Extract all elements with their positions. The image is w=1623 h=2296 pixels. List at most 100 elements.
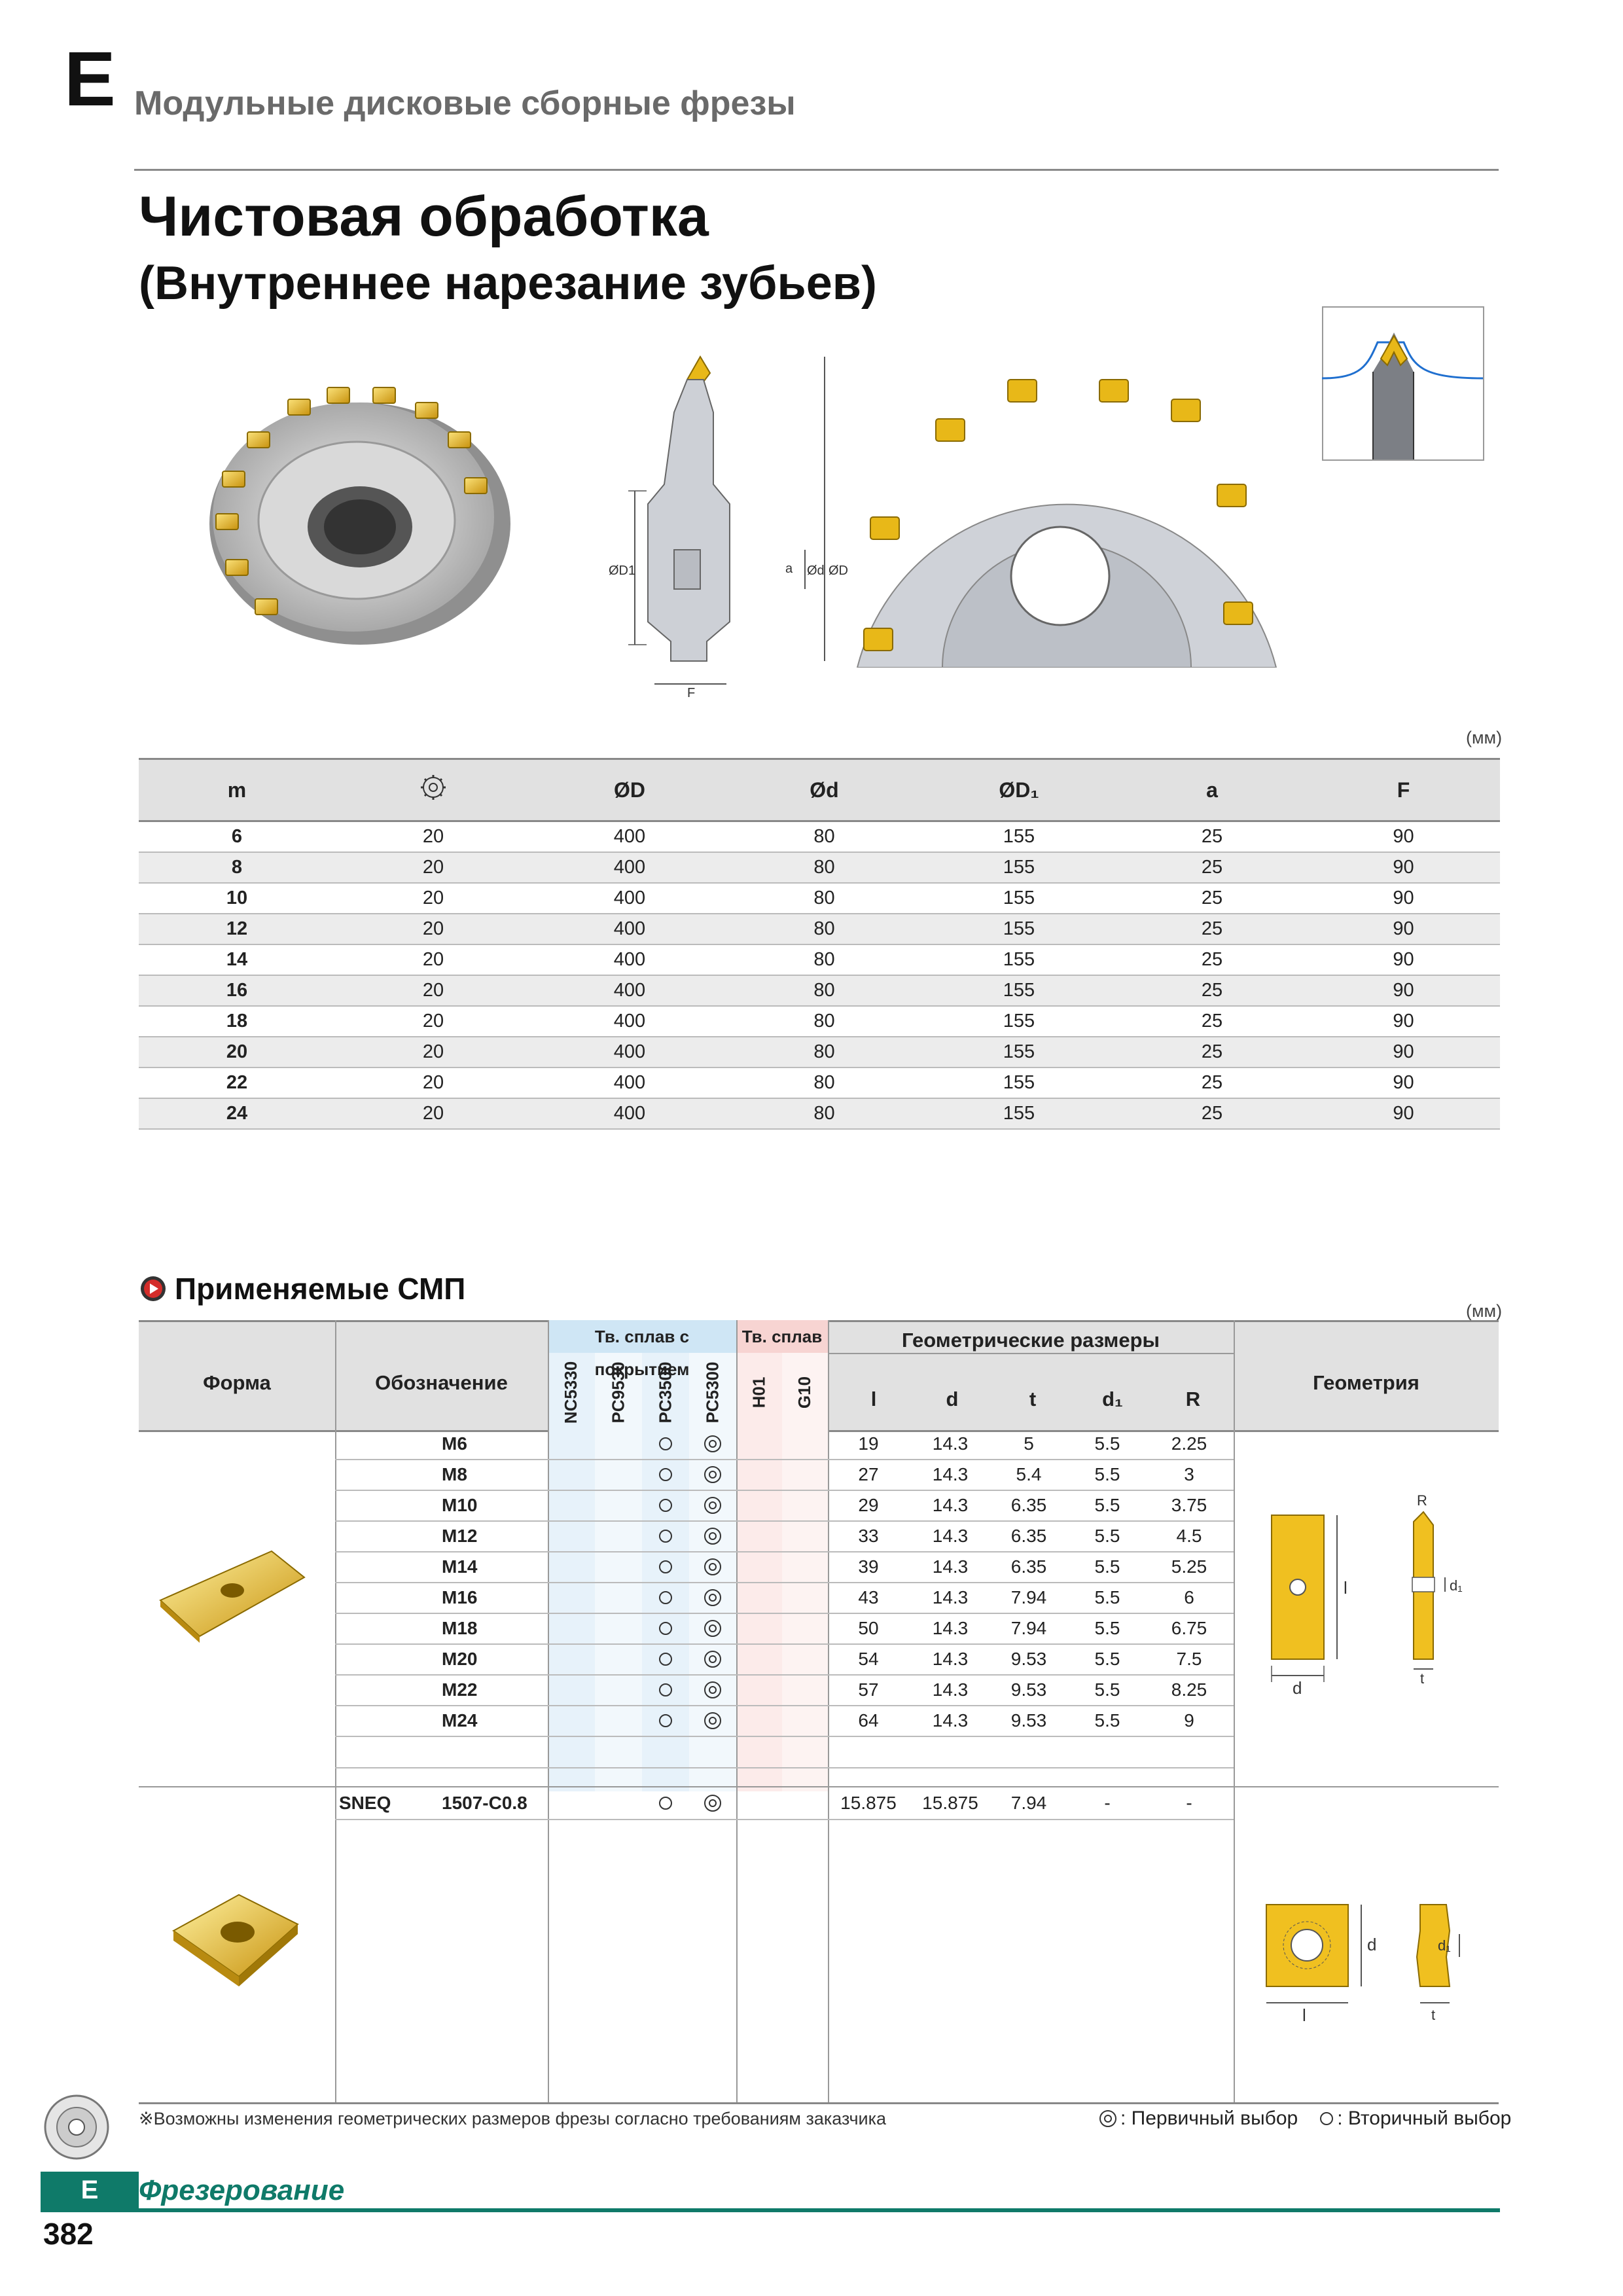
dim-value: 15.875 xyxy=(840,1793,897,1813)
dim-value: 6.35 xyxy=(1010,1495,1047,1515)
grid-line xyxy=(828,1320,829,2102)
table-cell: 25 xyxy=(1117,1098,1307,1130)
geom2-label-l: l xyxy=(1302,2005,1306,2025)
col-header-D1: ØD₁ xyxy=(921,758,1117,822)
table-cell: 20 xyxy=(335,821,531,853)
dim-value: - xyxy=(1104,1793,1111,1813)
pc5300-mark xyxy=(689,1613,736,1643)
insert-code: M8 xyxy=(442,1464,467,1484)
dim-value: 27 xyxy=(858,1464,879,1484)
primary-choice-icon xyxy=(704,1466,721,1483)
inserts-unit: (мм) xyxy=(1466,1301,1503,1321)
table-cell: 80 xyxy=(728,1006,921,1037)
pc3500-mark xyxy=(642,1706,689,1736)
table-cell: 80 xyxy=(728,1037,921,1068)
legend-secondary-text: : Вторичный выбор xyxy=(1337,2108,1512,2129)
insert-code: M6 xyxy=(442,1433,467,1454)
table-cell: 155 xyxy=(921,1098,1117,1130)
col-header-d: Ød xyxy=(728,758,921,822)
geom2-label-t: t xyxy=(1431,2007,1435,2023)
dim-value: 5.5 xyxy=(1094,1649,1120,1669)
pc5300-mark xyxy=(689,1788,736,1818)
table-cell: 80 xyxy=(728,914,921,945)
table-cell: 90 xyxy=(1307,1006,1500,1037)
dim-header-R: R xyxy=(1185,1388,1201,1410)
label-d: Ød xyxy=(807,564,825,578)
primary-choice-icon xyxy=(704,1528,721,1545)
table-cell: 25 xyxy=(1117,821,1307,853)
coated-header-band xyxy=(548,1320,736,1353)
dim-value: 6.35 xyxy=(1010,1526,1047,1546)
row-divider xyxy=(335,1520,1234,1522)
secondary-choice-icon xyxy=(659,1499,672,1512)
insert-code: M22 xyxy=(442,1679,478,1700)
dim-value: 5.5 xyxy=(1094,1526,1120,1546)
dim-value: 9.53 xyxy=(1010,1710,1047,1731)
dim-value: 5.5 xyxy=(1094,1587,1120,1607)
table-cell: 25 xyxy=(1117,852,1307,884)
dim-value: 29 xyxy=(858,1495,879,1515)
dim-value: 5.5 xyxy=(1094,1495,1120,1515)
table-cell: 80 xyxy=(728,944,921,976)
table-cell: 20 xyxy=(335,1098,531,1130)
pc5300-mark xyxy=(689,1521,736,1551)
table-cell: 16 xyxy=(139,975,335,1007)
dim-header-d: d xyxy=(946,1388,959,1410)
table-cell: 20 xyxy=(335,944,531,976)
pc3500-mark xyxy=(642,1675,689,1705)
band-h01 xyxy=(736,1320,782,1791)
dim-value: 19 xyxy=(858,1433,879,1454)
dim-value: 64 xyxy=(858,1710,879,1731)
primary-choice-icon xyxy=(1099,2110,1116,2127)
band-pc9530 xyxy=(595,1320,642,1791)
table-cell: 20 xyxy=(335,852,531,884)
row-divider xyxy=(335,1551,1234,1552)
pc5300-mark xyxy=(689,1460,736,1490)
table-cell: 400 xyxy=(531,1037,728,1068)
table-cell: 20 xyxy=(335,975,531,1007)
table-cell: 20 xyxy=(335,1067,531,1099)
table-cell: 90 xyxy=(1307,975,1500,1007)
insert-prefix: SNEQ xyxy=(339,1793,391,1813)
dim-value: - xyxy=(1186,1793,1192,1813)
insert-code: M24 xyxy=(442,1710,478,1731)
table-cell: 25 xyxy=(1117,975,1307,1007)
dim-value: 5.4 xyxy=(1016,1464,1042,1484)
cutter-thumbnail-icon xyxy=(44,2094,109,2160)
table-cell: 400 xyxy=(531,852,728,884)
table-cell: 90 xyxy=(1307,852,1500,884)
dim-value: 5 xyxy=(1024,1433,1034,1454)
dim-value: 7.94 xyxy=(1010,1793,1047,1813)
primary-choice-icon xyxy=(704,1497,721,1514)
table-cell: 90 xyxy=(1307,1067,1500,1099)
geom2-label-d: d xyxy=(1367,1935,1376,1954)
dim-value: 9.53 xyxy=(1010,1649,1047,1669)
secondary-choice-icon xyxy=(659,1437,672,1450)
table-cell: 400 xyxy=(531,1006,728,1037)
geom-label-d: d xyxy=(1293,1678,1302,1698)
col-header-F: F xyxy=(1307,758,1500,822)
page-subtitle: (Внутреннее нарезание зубьев) xyxy=(139,257,878,310)
insert-code: M20 xyxy=(442,1649,478,1669)
row-divider xyxy=(335,1705,1234,1706)
table-cell: 20 xyxy=(335,883,531,914)
primary-choice-icon xyxy=(704,1435,721,1452)
table-cell: 25 xyxy=(1117,914,1307,945)
table-cell: 14 xyxy=(139,944,335,976)
pc3500-mark xyxy=(642,1583,689,1613)
row-divider xyxy=(335,1582,1234,1583)
pc3500-mark xyxy=(642,1429,689,1459)
label-D: ØD xyxy=(829,564,848,578)
dim-value: 14.3 xyxy=(932,1464,969,1484)
grade-pc3500: PC3500 xyxy=(655,1361,675,1423)
group-divider xyxy=(139,1786,1499,1787)
table-cell: 24 xyxy=(139,1098,335,1130)
pc3500-mark xyxy=(642,1521,689,1551)
footer-section-name: Фрезерование xyxy=(139,2174,345,2206)
dim-value: 14.3 xyxy=(932,1710,969,1731)
table-cell: 80 xyxy=(728,821,921,853)
table1-unit: (мм) xyxy=(1466,728,1503,747)
carbide-header-band xyxy=(736,1320,828,1353)
